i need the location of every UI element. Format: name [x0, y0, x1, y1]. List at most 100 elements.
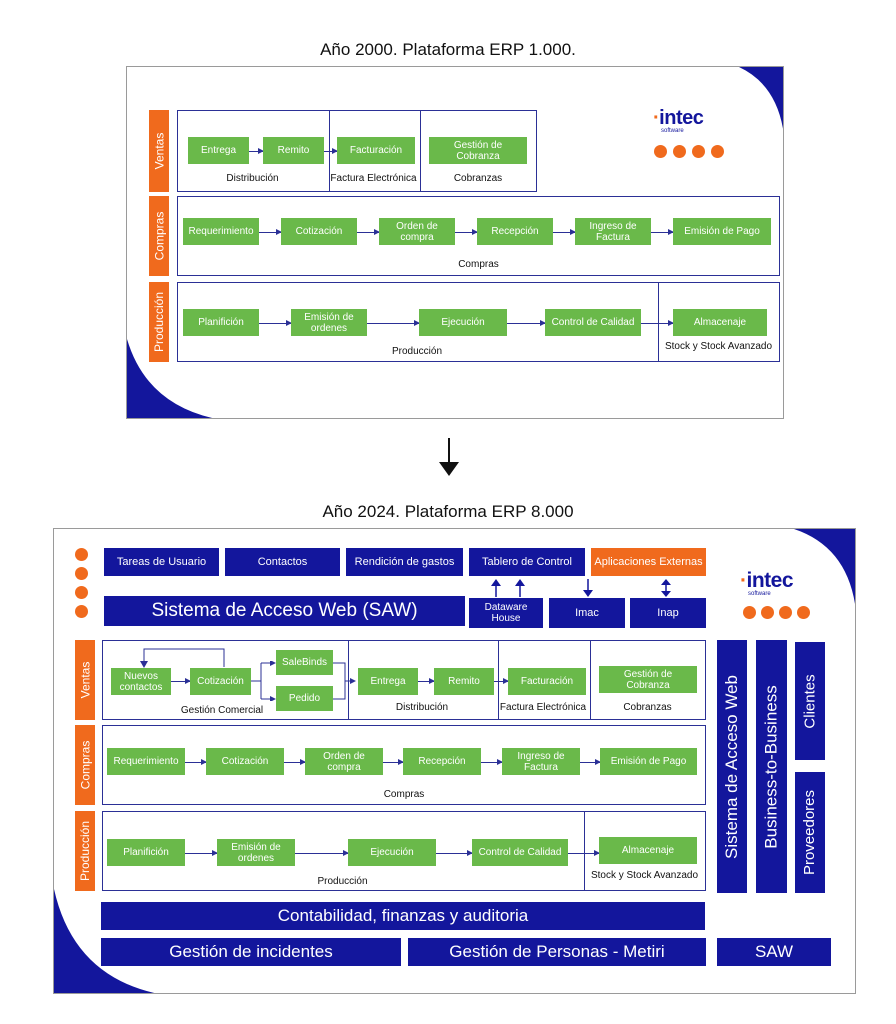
- caption-produccion: Producción: [317, 876, 368, 887]
- flow-box-entrega: Entrega: [188, 137, 249, 164]
- flow-box-gestion-cobranza: Gestión de Cobranza: [429, 137, 527, 164]
- contabilidad-bar[interactable]: Contabilidad, finanzas y auditoria: [101, 902, 705, 930]
- dataware-house-button[interactable]: Dataware House: [469, 598, 543, 628]
- logo-dot: [797, 606, 810, 619]
- clientes-vertical[interactable]: Clientes: [795, 642, 825, 760]
- caption-distribucion: Distribución: [395, 702, 449, 713]
- flow-box-control-calidad: Control de Calidad: [545, 309, 641, 336]
- flow-box-cotizacion: Cotización: [281, 218, 357, 245]
- gestion-incidentes-bar[interactable]: Gestión de incidentes: [101, 938, 401, 966]
- caption-factura-electronica: Factura Electrónica: [330, 173, 417, 184]
- flow-box-ejecucion: Ejecución: [419, 309, 507, 336]
- down-arrow-icon: [439, 438, 459, 476]
- flow-arrow: [383, 759, 404, 765]
- menu-dot: [75, 586, 88, 599]
- row-label-produccion: Producción: [75, 811, 95, 891]
- caption-compras: Compras: [458, 259, 499, 270]
- inap-button[interactable]: Inap: [630, 598, 706, 628]
- gestion-personas-bar[interactable]: Gestión de Personas - Metiri: [408, 938, 706, 966]
- contactos-button[interactable]: Contactos: [225, 548, 340, 576]
- flow-box-almacenaje: Almacenaje: [673, 309, 767, 336]
- flow-arrow: [455, 229, 478, 235]
- flow-box-emision-ordenes: Emisión de ordenes: [291, 309, 367, 336]
- aplicaciones-externas-button[interactable]: Aplicaciones Externas: [591, 548, 706, 576]
- flow-box-requerimiento: Requerimiento: [107, 748, 185, 775]
- flow-arrow: [418, 678, 435, 684]
- caption-cobranzas: Cobranzas: [623, 702, 672, 713]
- flow-box-emision-ordenes: Emisión de ordenes: [217, 839, 295, 866]
- flow-arrow: [553, 229, 576, 235]
- flow-arrow: [651, 229, 674, 235]
- rendicion-gastos-button[interactable]: Rendición de gastos: [346, 548, 463, 576]
- flow-arrow: [641, 320, 674, 326]
- caption-distribucion: Distribución: [226, 173, 279, 184]
- saw-button[interactable]: SAW: [717, 938, 831, 966]
- row-label-produccion: Producción: [149, 282, 169, 362]
- flow-arrow: [171, 678, 191, 684]
- logo-dot: [711, 145, 724, 158]
- flow-box-remito: Remito: [434, 668, 494, 695]
- intec-logo: ·intec software: [740, 569, 794, 597]
- saw-banner[interactable]: Sistema de Acceso Web (SAW): [104, 596, 465, 626]
- flow-box-nuevos-contactos: Nuevos contactos: [111, 668, 171, 695]
- caption-produccion: Producción: [391, 346, 443, 357]
- branch-arrows: [251, 661, 276, 701]
- flow-box-planificion: Planifición: [183, 309, 259, 336]
- tablero-control-button[interactable]: Tablero de Control: [469, 548, 585, 576]
- flow-arrow: [259, 229, 282, 235]
- proveedores-vertical[interactable]: Proveedores: [795, 772, 825, 893]
- row-label-ventas: Ventas: [149, 110, 169, 192]
- corner-decorations: [54, 529, 855, 993]
- caption-factura-electronica: Factura Electrónica: [499, 702, 587, 713]
- flow-arrow: [494, 678, 509, 684]
- menu-dot: [75, 567, 88, 580]
- loop-arrow: [140, 648, 225, 668]
- flow-arrow: [481, 759, 503, 765]
- flow-arrow: [259, 320, 292, 326]
- flow-arrow: [436, 850, 473, 856]
- flow-box-facturacion: Facturación: [508, 668, 586, 695]
- corner-decorations: [127, 67, 783, 418]
- flow-box-ingreso-factura: Ingreso de Factura: [575, 218, 651, 245]
- flow-arrow: [284, 759, 306, 765]
- flow-box-remito: Remito: [263, 137, 324, 164]
- caption-stock: Stock y Stock Avanzado: [664, 341, 773, 352]
- diagram-2024: Tareas de Usuario Contactos Rendición de…: [53, 528, 856, 994]
- logo-dot: [761, 606, 774, 619]
- flow-arrow: [568, 850, 600, 856]
- title-2000: Año 2000. Plataforma ERP 1.000.: [320, 40, 576, 59]
- flow-box-orden-compra: Orden de compra: [379, 218, 455, 245]
- flow-box-cotizacion: Cotización: [190, 668, 251, 695]
- menu-dot: [75, 548, 88, 561]
- caption-stock: Stock y Stock Avanzado: [590, 870, 699, 881]
- flow-arrow: [324, 148, 338, 154]
- merge-arrows: [333, 662, 356, 700]
- intec-logo: ·intec software: [653, 107, 704, 134]
- logo-dot: [654, 145, 667, 158]
- flow-box-facturacion: Facturación: [337, 137, 415, 164]
- connector-arrows: [491, 579, 671, 597]
- flow-arrow: [367, 320, 420, 326]
- flow-box-gestion-cobranza: Gestión de Cobranza: [599, 666, 697, 693]
- flow-arrow: [185, 850, 218, 856]
- flow-box-ingreso-factura: Ingreso de Factura: [502, 748, 580, 775]
- flow-arrow: [580, 759, 601, 765]
- logo-dot: [743, 606, 756, 619]
- flow-box-requerimiento: Requerimiento: [183, 218, 259, 245]
- flow-box-control-calidad: Control de Calidad: [472, 839, 568, 866]
- flow-box-planificion: Planifición: [107, 839, 185, 866]
- flow-box-orden-compra: Orden de compra: [305, 748, 383, 775]
- flow-box-ejecucion: Ejecución: [348, 839, 436, 866]
- imac-button[interactable]: Imac: [549, 598, 625, 628]
- flow-box-emision-pago: Emisión de Pago: [673, 218, 771, 245]
- row-label-ventas: Ventas: [75, 640, 95, 720]
- sistema-acceso-web-vertical[interactable]: Sistema de Acceso Web: [717, 640, 747, 893]
- caption-cobranzas: Cobranzas: [453, 173, 503, 184]
- flow-arrow: [185, 759, 207, 765]
- business-to-business-vertical[interactable]: Business-to-Business: [756, 640, 787, 893]
- flow-box-pedido: Pedido: [276, 686, 333, 711]
- row-label-compras: Compras: [149, 196, 169, 276]
- caption-compras: Compras: [383, 789, 425, 800]
- flow-box-recepcion: Recepción: [477, 218, 553, 245]
- tareas-usuario-button[interactable]: Tareas de Usuario: [104, 548, 219, 576]
